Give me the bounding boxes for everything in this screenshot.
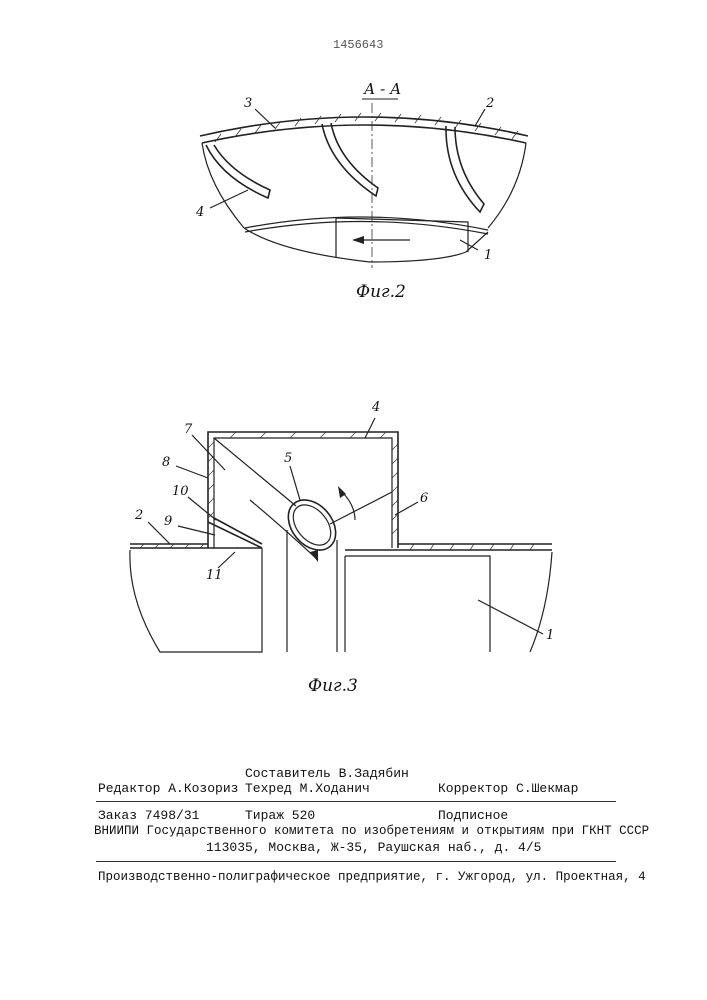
footer-order: Заказ 7498/31 xyxy=(98,808,199,823)
fig3-shell-left xyxy=(130,544,262,548)
fig3-leader-8 xyxy=(176,466,208,478)
fig3-flow-arrow-right xyxy=(342,492,355,520)
footer-compiler: Составитель В.Задябин xyxy=(245,766,409,781)
fig3-label-4: 4 xyxy=(372,400,380,415)
footer-corrector: Корректор С.Шекмар xyxy=(438,781,578,796)
footer-techred: Техред М.Ходанич xyxy=(245,781,370,796)
fig3-label-11: 11 xyxy=(206,568,223,583)
fig3-leader-9 xyxy=(178,526,215,535)
footer-subscription: Подписное xyxy=(438,808,508,823)
fig3-pipe-end xyxy=(279,491,346,560)
footer-org: ВНИИПИ Государственного комитета по изоб… xyxy=(94,824,649,838)
fig3-body-left-outline xyxy=(130,548,262,652)
fig3-label-5: 5 xyxy=(284,451,292,466)
fig3-label-6: 6 xyxy=(420,491,428,506)
fig3-leader-4 xyxy=(365,418,375,438)
fig3-caption: Фиг.3 xyxy=(308,676,358,696)
footer-divider-2 xyxy=(96,861,616,862)
fig3-guide xyxy=(208,518,262,548)
footer-circulation: Тираж 520 xyxy=(245,808,315,823)
fig3-flow-arrow-left xyxy=(250,500,318,560)
fig3-leader-11 xyxy=(218,552,235,568)
footer-printer: Производственно-полиграфическое предприя… xyxy=(98,870,646,884)
fig3-plate-6 xyxy=(330,492,392,524)
footer-divider-1 xyxy=(96,801,616,802)
fig3-leader-1 xyxy=(478,600,543,634)
fig3-shell-right xyxy=(345,544,552,550)
footer-address: 113035, Москва, Ж-35, Раушская наб., д. … xyxy=(206,840,541,855)
fig3-wall-hatching xyxy=(208,432,398,534)
fig3-box-inner xyxy=(214,438,392,548)
fig3-label-8: 8 xyxy=(162,455,170,470)
fig3-body-right xyxy=(345,556,490,652)
fig3-diagonal xyxy=(214,438,296,506)
fig3-label-1: 1 xyxy=(546,628,554,643)
fig3-label-10: 10 xyxy=(172,484,189,499)
fig3-label-9: 9 xyxy=(164,514,172,529)
footer-editor: Редактор А.Козориз xyxy=(98,781,238,796)
fig3-leader-5 xyxy=(290,466,300,500)
fig3-label-7: 7 xyxy=(184,422,192,437)
fig3-label-2: 2 xyxy=(135,508,143,523)
